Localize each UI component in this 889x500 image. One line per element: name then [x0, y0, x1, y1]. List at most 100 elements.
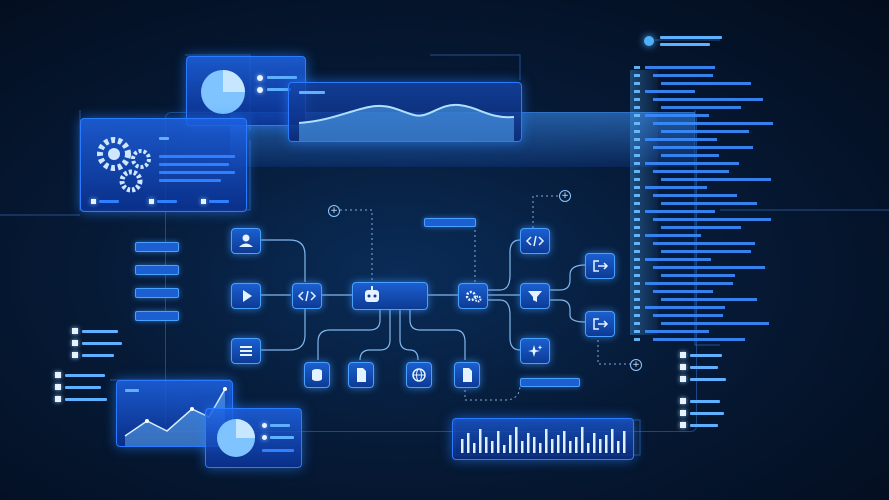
sparkle-node[interactable]	[520, 338, 550, 364]
histogram-bar	[563, 431, 566, 453]
legend-line	[267, 88, 291, 91]
code-line	[645, 66, 715, 69]
code-icon	[525, 235, 545, 247]
code-gutter	[634, 138, 640, 141]
code-gutter	[634, 154, 640, 157]
code-gutter	[634, 82, 640, 85]
code-line	[653, 170, 729, 173]
checkbox[interactable]	[72, 328, 78, 334]
code-gutter	[634, 266, 640, 269]
user-node[interactable]	[231, 228, 261, 254]
add-node-button[interactable]: +	[630, 359, 642, 371]
gears-icon	[465, 290, 482, 303]
code-line	[661, 322, 769, 325]
code-gutter	[634, 130, 640, 133]
code-gutter	[634, 210, 640, 213]
code-line	[645, 138, 717, 141]
legend-line	[262, 449, 294, 452]
code-gutter	[634, 338, 640, 341]
output-node-bottom[interactable]	[585, 311, 615, 337]
add-node-button[interactable]: +	[328, 205, 340, 217]
panel-line	[159, 155, 235, 158]
pie-chart-panel-top	[186, 56, 306, 126]
panel-line	[159, 179, 221, 182]
code-icon	[297, 290, 317, 302]
checkbox[interactable]	[680, 398, 686, 404]
code-line	[653, 338, 745, 341]
code-line	[653, 146, 753, 149]
add-node-button[interactable]: +	[559, 190, 571, 202]
checkbox[interactable]	[72, 352, 78, 358]
checkbox[interactable]	[680, 410, 686, 416]
code-line	[653, 74, 713, 77]
checkbox[interactable]	[680, 376, 686, 382]
document-icon	[357, 368, 366, 382]
panel-line	[159, 137, 169, 140]
list-node[interactable]	[231, 338, 261, 364]
footer-line	[99, 200, 119, 203]
side-pill[interactable]	[135, 242, 179, 252]
checklist-line	[65, 374, 105, 377]
header-line	[660, 36, 722, 39]
code-gutter	[634, 90, 640, 93]
checkbox[interactable]	[55, 396, 61, 402]
bot-node[interactable]	[352, 282, 428, 310]
code-line	[645, 90, 695, 93]
code-gutter	[634, 218, 640, 221]
status-dot	[644, 36, 654, 46]
histogram-bar	[527, 433, 530, 453]
checkbox[interactable]	[680, 364, 686, 370]
checkbox[interactable]	[72, 340, 78, 346]
footer-line	[157, 200, 177, 203]
top-code-node[interactable]	[520, 228, 550, 254]
database-node[interactable]	[304, 362, 330, 388]
code-gutter	[634, 242, 640, 245]
code-line	[645, 210, 715, 213]
side-pill[interactable]	[135, 265, 179, 275]
code-gutter	[634, 322, 640, 325]
checkbox[interactable]	[55, 384, 61, 390]
checklist-line	[690, 400, 720, 403]
checkbox[interactable]	[680, 422, 686, 428]
code-gutter	[634, 186, 640, 189]
sparkle-icon	[528, 345, 543, 357]
filter-node[interactable]	[520, 283, 550, 309]
histogram-bar	[581, 427, 584, 453]
histogram-bar	[533, 437, 536, 453]
document-node[interactable]	[454, 362, 480, 388]
code-line	[645, 162, 739, 165]
globe-node[interactable]	[406, 362, 432, 388]
database-icon	[312, 369, 322, 381]
code-gutter	[634, 74, 640, 77]
code-line	[653, 314, 723, 317]
footer-dot	[91, 199, 96, 204]
checkbox[interactable]	[55, 372, 61, 378]
settings-node[interactable]	[458, 283, 488, 309]
annotation-tag	[424, 218, 476, 227]
footer-dot	[201, 199, 206, 204]
histogram-bar	[593, 433, 596, 453]
legend-dot	[257, 87, 263, 93]
pie-chart-icon	[201, 70, 245, 114]
checklist-line	[65, 398, 107, 401]
checklist-line	[82, 354, 114, 357]
code-gutter	[634, 314, 640, 317]
pie-chart-panel-bottom	[205, 408, 302, 468]
code-gutter	[634, 98, 640, 101]
code-gutter	[634, 66, 640, 69]
side-pill[interactable]	[135, 311, 179, 321]
checkbox[interactable]	[680, 352, 686, 358]
annotation-tag	[520, 378, 580, 387]
panel-line	[159, 163, 229, 166]
code-gutter	[634, 202, 640, 205]
document-node[interactable]	[348, 362, 374, 388]
legend-dot	[262, 435, 267, 440]
histogram-bar	[467, 433, 470, 453]
output-node-top[interactable]	[585, 253, 615, 279]
code-node[interactable]	[292, 283, 322, 309]
histogram-bar	[599, 439, 602, 453]
code-gutter	[634, 290, 640, 293]
document-icon	[463, 368, 472, 382]
play-node[interactable]	[231, 283, 261, 309]
side-pill[interactable]	[135, 288, 179, 298]
